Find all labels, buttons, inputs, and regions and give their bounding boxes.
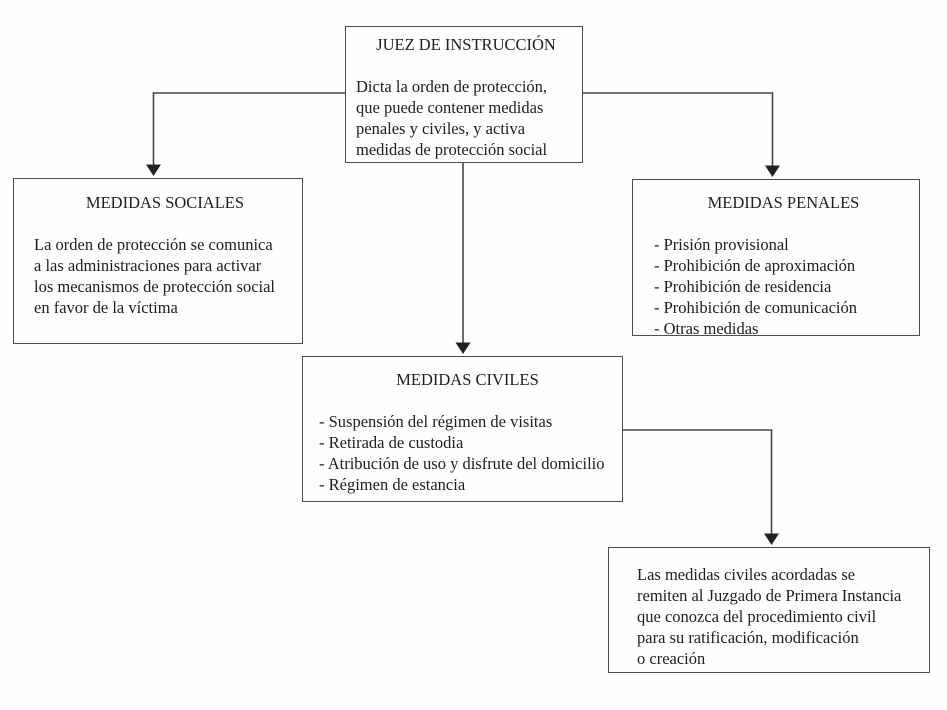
remision-juzgado-box: Las medidas civiles acordadas se remiten… bbox=[608, 547, 930, 673]
list-item: - Atribución de uso y disfrute del domic… bbox=[319, 454, 605, 473]
box-title: MEDIDAS PENALES bbox=[707, 193, 860, 212]
body-line: penales y civiles, y activa bbox=[356, 119, 526, 138]
body-line: a las administraciones para activar bbox=[34, 256, 262, 275]
connector-juez-to-sociales bbox=[146, 92, 345, 176]
body-line: en favor de la víctima bbox=[34, 298, 178, 317]
list-item: - Otras medidas bbox=[654, 319, 759, 338]
body-line: para su ratificación, modificación bbox=[637, 628, 859, 647]
arrow-down-icon bbox=[764, 533, 779, 545]
list-item: - Prohibición de residencia bbox=[654, 277, 832, 296]
body-line: los mecanismos de protección social bbox=[34, 277, 276, 296]
list-item: - Suspensión del régimen de visitas bbox=[319, 412, 553, 431]
juez-de-instruccion-box: JUEZ DE INSTRUCCIÓN Dicta la orden de pr… bbox=[345, 26, 583, 163]
box-title: MEDIDAS SOCIALES bbox=[85, 193, 245, 212]
body-line: La orden de protección se comunica bbox=[34, 235, 273, 254]
body-line: que puede contener medidas bbox=[356, 98, 544, 117]
body-line: Las medidas civiles acordadas se bbox=[637, 565, 856, 584]
body-line: o creación bbox=[637, 649, 706, 668]
title-body-gap bbox=[34, 213, 296, 234]
title-body-gap bbox=[319, 390, 616, 411]
arrow-down-icon bbox=[146, 164, 161, 176]
body-line: remiten al Juzgado de Primera Instancia bbox=[637, 586, 902, 605]
box-title: MEDIDAS CIVILES bbox=[396, 370, 539, 389]
connector-civiles-to-remision bbox=[623, 429, 779, 545]
list-item: - Prohibición de comunicación bbox=[654, 298, 857, 317]
list-item: - Retirada de custodia bbox=[319, 433, 464, 452]
medidas-penales-box: MEDIDAS PENALES - Prisión provisional - … bbox=[632, 179, 920, 338]
body-line: Dicta la orden de protección, bbox=[356, 77, 548, 96]
body-line: medidas de protección social bbox=[356, 140, 548, 159]
box-title: JUEZ DE INSTRUCCIÓN bbox=[376, 35, 556, 54]
medidas-civiles-box: MEDIDAS CIVILES - Suspensión del régimen… bbox=[302, 356, 623, 502]
arrow-down-icon bbox=[455, 342, 471, 354]
connector-juez-to-penales bbox=[583, 92, 780, 177]
list-item: - Prohibición de aproximación bbox=[654, 256, 856, 275]
medidas-sociales-box: MEDIDAS SOCIALES La orden de protección … bbox=[13, 178, 303, 344]
list-item: - Prisión provisional bbox=[654, 235, 789, 254]
connector-juez-to-civiles bbox=[455, 163, 471, 354]
list-item: - Régimen de estancia bbox=[319, 475, 466, 494]
body-line: que conozca del procedimiento civil bbox=[637, 607, 877, 626]
title-body-gap bbox=[356, 55, 576, 76]
arrow-down-icon bbox=[765, 165, 780, 177]
title-body-gap bbox=[654, 213, 913, 234]
